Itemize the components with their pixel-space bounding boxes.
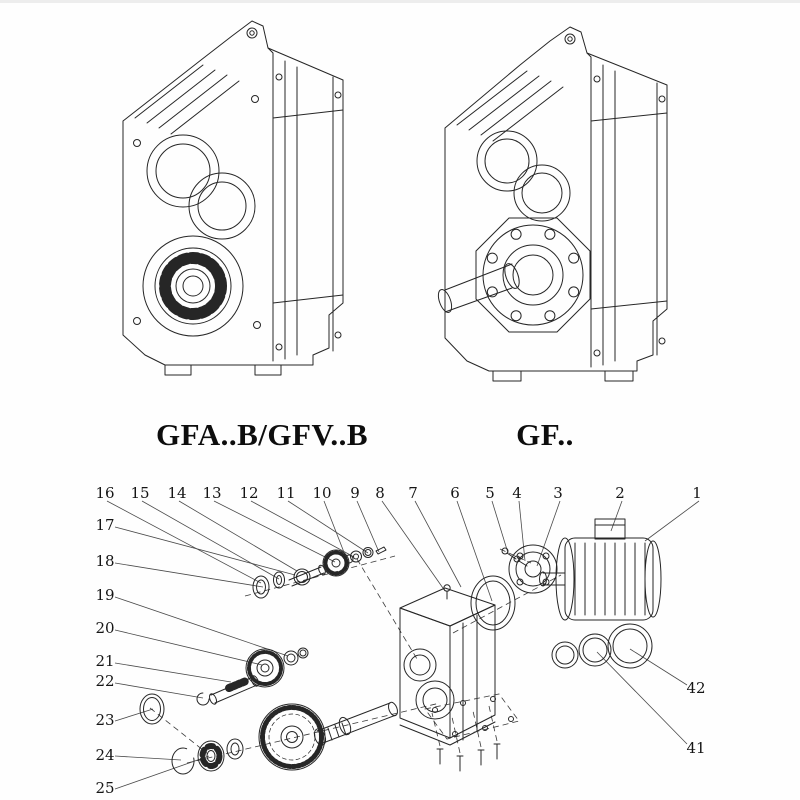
part-number-8: 8 <box>375 484 385 502</box>
intermediate-gear-set <box>245 647 309 688</box>
output-shaft <box>313 701 398 746</box>
part-number-20: 20 <box>95 619 115 637</box>
gfab-housing <box>122 20 344 376</box>
motor <box>539 518 662 621</box>
part-number-14: 14 <box>167 484 187 502</box>
input-shaft-parts <box>252 546 387 599</box>
product-label-gfab: GFA..B/GFV..B <box>155 417 369 452</box>
gfab-output-bearing <box>142 235 244 337</box>
exploded-diagram <box>106 500 700 790</box>
part-number-2: 2 <box>615 484 625 502</box>
part-number-6: 6 <box>450 484 460 502</box>
pinion-shaft <box>209 675 259 705</box>
part-number-19: 19 <box>95 586 115 604</box>
part-number-16: 16 <box>95 484 115 502</box>
part-number-5: 5 <box>485 484 495 502</box>
gf-input-bores <box>476 130 571 222</box>
part-number-13: 13 <box>202 484 222 502</box>
motor-gasket <box>470 575 516 631</box>
flange-bolts <box>501 547 528 567</box>
product-label-gf: GF.. <box>516 417 574 452</box>
gfab-line-drawing <box>122 20 344 376</box>
output-cover-rings <box>551 623 653 669</box>
part-number-7: 7 <box>408 484 418 502</box>
leader-lines <box>106 500 700 790</box>
part-number-11: 11 <box>276 484 296 502</box>
part-number-23: 23 <box>95 711 115 729</box>
oil-seal <box>139 693 165 725</box>
gear-housing <box>399 584 496 746</box>
gfab-input-bores <box>146 134 256 240</box>
part-number-4: 4 <box>512 484 522 502</box>
retaining-clip <box>196 692 210 706</box>
output-bearing <box>197 738 244 772</box>
part-number-41: 41 <box>686 739 706 757</box>
part-number-3: 3 <box>553 484 563 502</box>
gf-output-flange <box>475 217 591 333</box>
part-number-25: 25 <box>95 779 115 797</box>
part-number-21: 21 <box>95 652 115 670</box>
snap-ring <box>171 747 195 775</box>
part-number-15: 15 <box>130 484 150 502</box>
gf-housing <box>444 26 668 382</box>
base-gasket <box>424 693 520 772</box>
gf-output-shaft <box>437 263 520 313</box>
part-number-10: 10 <box>312 484 332 502</box>
part-number-42: 42 <box>686 679 706 697</box>
part-number-12: 12 <box>239 484 259 502</box>
gf-line-drawing <box>437 26 668 382</box>
motor-flange <box>508 544 558 594</box>
part-number-1: 1 <box>692 484 702 502</box>
part-number-24: 24 <box>95 746 115 764</box>
part-number-22: 22 <box>95 672 115 690</box>
output-gear <box>258 703 326 771</box>
part-number-9: 9 <box>350 484 360 502</box>
part-number-18: 18 <box>95 552 115 570</box>
part-number-17: 17 <box>95 516 115 534</box>
